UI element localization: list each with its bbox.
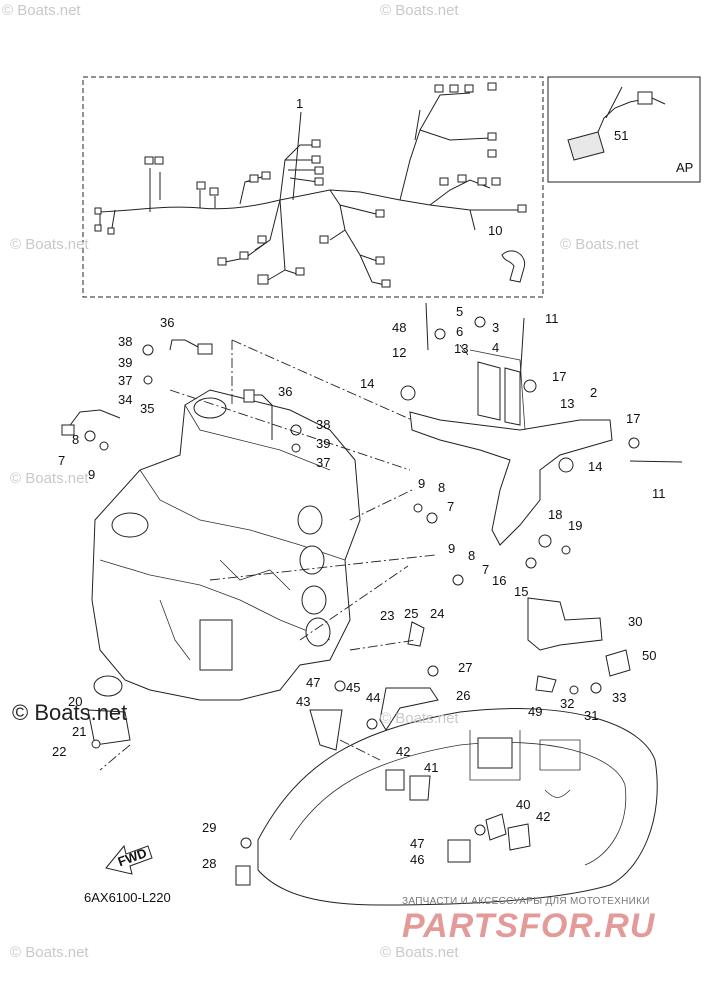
sensors (61, 302, 683, 849)
watermark: © Boats.net (380, 944, 459, 961)
callout-46: 46 (410, 852, 424, 867)
watermark: © Boats.net (10, 236, 89, 253)
callout-3: 3 (492, 320, 499, 335)
callout-36: 36 (160, 315, 174, 330)
callout-23: 23 (380, 608, 394, 623)
callout-6: 6 (456, 324, 463, 339)
callout-30: 30 (628, 614, 642, 629)
callout-25: 25 (404, 606, 418, 621)
callout-42: 42 (536, 809, 550, 824)
callout-32: 32 (560, 696, 574, 711)
callout-26: 26 (456, 688, 470, 703)
callout-9: 9 (418, 476, 425, 491)
watermark: © Boats.net (380, 710, 459, 727)
callout-36: 36 (278, 384, 292, 399)
callout-14: 14 (588, 459, 602, 474)
callout-13: 13 (560, 396, 574, 411)
callout-47: 47 (306, 675, 320, 690)
callout-49: 49 (528, 704, 542, 719)
callout-48: 48 (392, 320, 406, 335)
watermark: © Boats.net (10, 470, 89, 487)
diagram-code: 6AX6100-L220 (84, 890, 171, 905)
callout-28: 28 (202, 856, 216, 871)
watermark: © Boats.net (10, 944, 89, 961)
electrical-bracket (409, 349, 613, 546)
callout-8: 8 (468, 548, 475, 563)
callout-7: 7 (482, 562, 489, 577)
callout-11: 11 (545, 311, 559, 326)
watermark: © Boats.net (560, 236, 639, 253)
callout-7: 7 (447, 499, 454, 514)
callout-42: 42 (396, 744, 410, 759)
callout-1: 1 (296, 96, 303, 111)
callout-5: 5 (456, 304, 463, 319)
brand-tagline: ЗАПЧАСТИ И АКСЕССУАРЫ ДЛЯ МОТОТЕХНИКИ (402, 896, 650, 907)
callout-39: 39 (316, 436, 330, 451)
callout-43: 43 (296, 694, 310, 709)
callout-50: 50 (642, 648, 656, 663)
callout-15: 15 (514, 584, 528, 599)
callout-16: 16 (492, 573, 506, 588)
callout-31: 31 (584, 708, 598, 723)
leader-lines (99, 86, 623, 771)
lower-brackets (87, 597, 631, 886)
ap-inset (547, 76, 701, 183)
callout-47: 47 (410, 836, 424, 851)
callout-8: 8 (438, 480, 445, 495)
callout-40: 40 (516, 797, 530, 812)
callout-11: 11 (652, 486, 666, 501)
callout-21: 21 (72, 724, 86, 739)
callout-4: 4 (492, 340, 499, 355)
callout-45: 45 (346, 680, 360, 695)
callout-37: 37 (118, 373, 132, 388)
callout-27: 27 (458, 660, 472, 675)
callout-9: 9 (448, 541, 455, 556)
callout-19: 19 (568, 518, 582, 533)
callout-7: 7 (58, 453, 65, 468)
callout-22: 22 (52, 744, 66, 759)
callout-33: 33 (612, 690, 626, 705)
callout-34: 34 (118, 392, 132, 407)
brand-logo: ЗАПЧАСТИ И АКСЕССУАРЫ ДЛЯ МОТОТЕХНИКИ PA… (402, 896, 655, 943)
callout-24: 24 (430, 606, 444, 621)
callout-20: 20 (68, 694, 82, 709)
watermark: © Boats.net (2, 2, 81, 19)
callout-13: 13 (454, 341, 468, 356)
callout-17: 17 (626, 411, 640, 426)
fwd-arrow: FWD (105, 844, 153, 875)
callout-39: 39 (118, 355, 132, 370)
callout-12: 12 (392, 345, 406, 360)
callout-10: 10 (488, 223, 502, 238)
callout-37: 37 (316, 455, 330, 470)
callout-14: 14 (360, 376, 374, 391)
watermark-dark: © Boats.net (12, 700, 128, 725)
watermark: © Boats.net (380, 2, 459, 19)
callout-41: 41 (424, 760, 438, 775)
callout-51: 51 (614, 128, 628, 143)
callout-29: 29 (202, 820, 216, 835)
callout-17: 17 (552, 369, 566, 384)
callout-18: 18 (548, 507, 562, 522)
callout-8: 8 (72, 432, 79, 447)
harness-box (82, 76, 544, 298)
engine-block (91, 389, 361, 701)
callout-2: 2 (590, 385, 597, 400)
callout-38: 38 (118, 334, 132, 349)
callout-38: 38 (316, 417, 330, 432)
bottom-cowling (257, 708, 658, 906)
callout-9: 9 (88, 467, 95, 482)
brand-name: PARTSFOR.RU (402, 907, 656, 945)
ap-label: AP (676, 160, 693, 175)
callout-44: 44 (366, 690, 380, 705)
callout-35: 35 (140, 401, 154, 416)
